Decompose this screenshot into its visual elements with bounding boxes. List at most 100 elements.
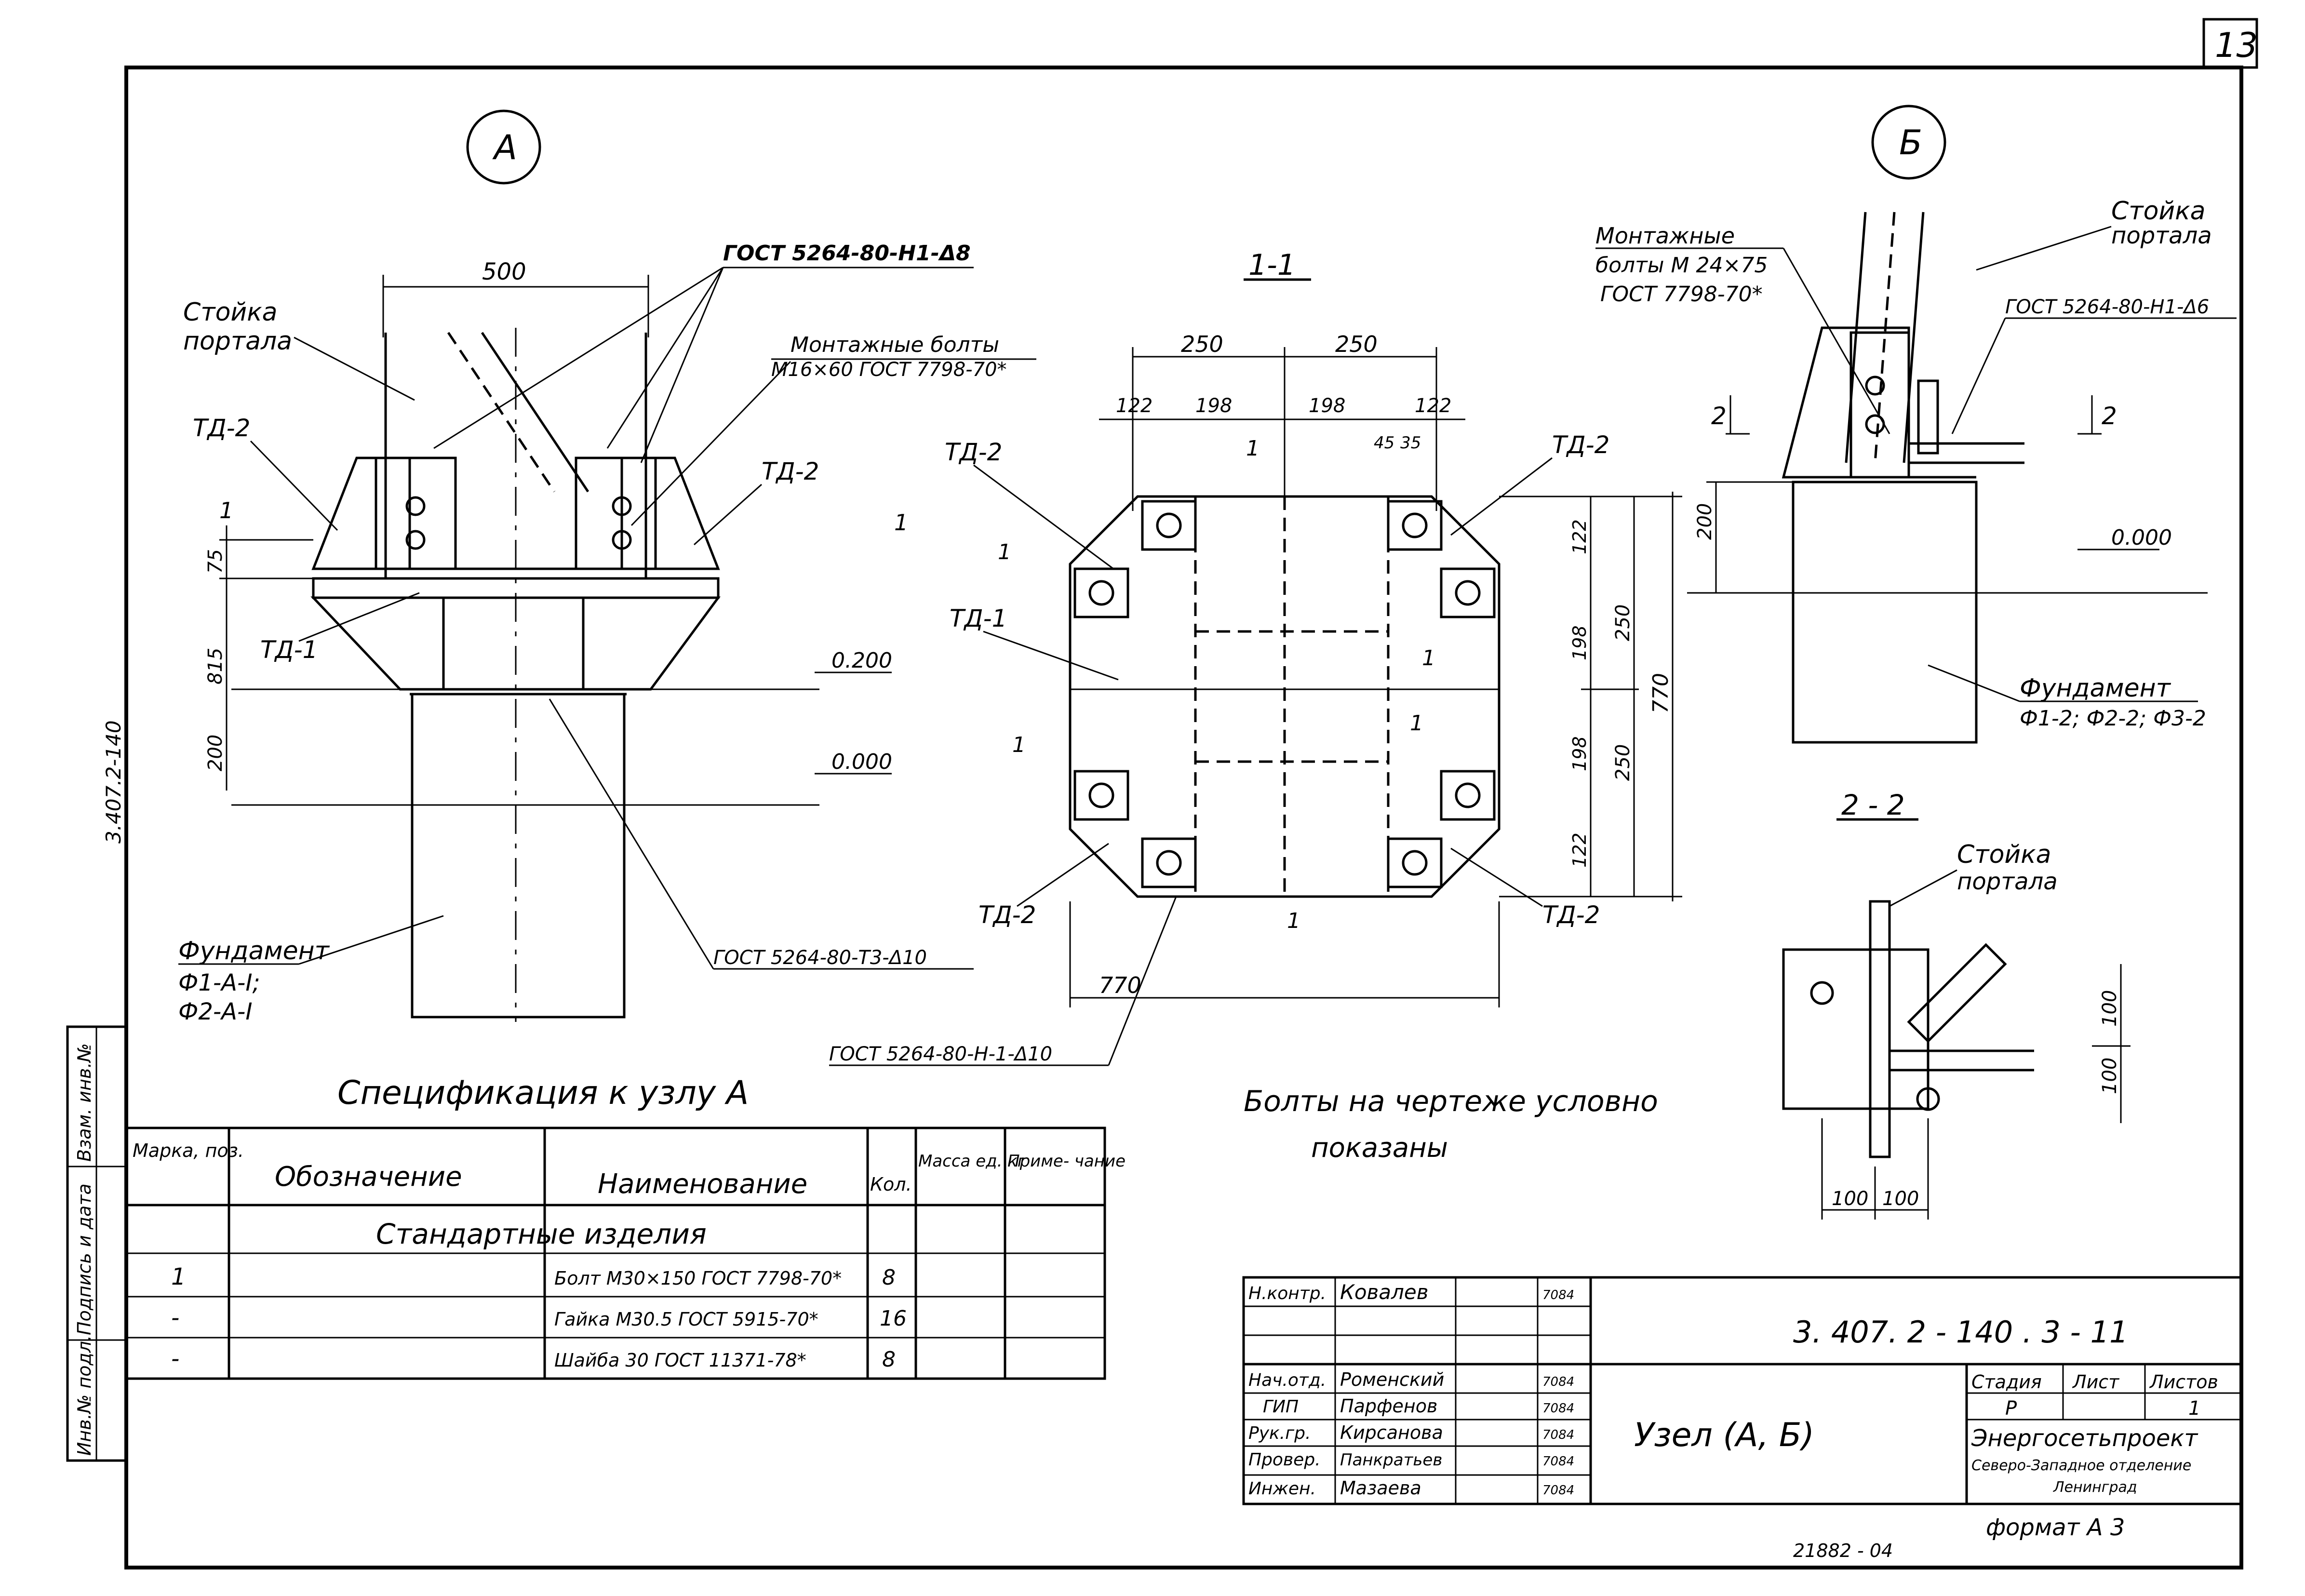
node-b-level: 0.000 — [2111, 525, 2172, 550]
s11-dim-r-2: 198 — [1569, 625, 1590, 660]
s11-dim-ro-2: 250 — [1612, 744, 1634, 781]
spec-table: Спецификация к узлу А Марка, поз. Обозна… — [125, 1074, 1126, 1380]
section-2-2: 2 - 2 Стойка портала 100 100 100 100 — [1782, 789, 2131, 1220]
spec-row-3-qty: 8 — [882, 1347, 896, 1372]
tb-date-1: 7084 — [1542, 1288, 1574, 1302]
node-a-td2-right: ТД-2 — [762, 457, 819, 485]
tb-name-4: Парфенов — [1340, 1395, 1437, 1417]
tb-date-6: 7084 — [1542, 1454, 1574, 1469]
node-a-bolts-label: Монтажные болты — [791, 333, 999, 357]
tb-role-3: Нач.отд. — [1248, 1370, 1326, 1390]
tb-sheets: 1 — [2188, 1397, 2200, 1420]
node-a-foundation-types: Ф1-А-I; — [178, 969, 260, 996]
s11-td2-bottom-left: ТД-2 — [978, 901, 1036, 929]
node-b-dim-200: 200 — [1694, 503, 1716, 540]
tb-date-4: 7084 — [1542, 1401, 1574, 1416]
tb-name-3: Роменский — [1340, 1369, 1444, 1390]
sheet-archive-code: 21882 - 04 — [1793, 1540, 1893, 1561]
s11-pos-1e: 1 — [1410, 711, 1423, 736]
tb-name-5: Кирсанова — [1340, 1422, 1443, 1443]
spec-header-qty: Кол. — [870, 1174, 912, 1195]
node-a-level-0200: 0.200 — [831, 648, 892, 673]
s11-gost-bottom: ГОСТ 5264-80-Н-1-Δ10 — [829, 1043, 1052, 1065]
node-a-section-mark-right: 1 — [894, 510, 908, 536]
tb-stage-header: Стадия — [1971, 1371, 2042, 1393]
node-a-column-label-2: портала — [183, 327, 292, 356]
s11-dim-r-4: 122 — [1569, 832, 1590, 868]
spec-row-2-name: Гайка М30.5 ГОСТ 5915-70* — [554, 1309, 818, 1330]
node-b-marker — [1871, 105, 1946, 180]
title-block: Н.контр. Ковалев 7084 Нач.отд. Роменский… — [1242, 1276, 2243, 1541]
node-a-column-label: Стойка — [183, 298, 277, 327]
side-doc-code: 3.407.2-140 — [102, 720, 125, 844]
tb-role-5: Рук.гр. — [1248, 1423, 1311, 1443]
spec-header-note: Приме- чание — [1007, 1152, 1126, 1171]
node-b-section-mark-left: 2 — [1711, 402, 1727, 430]
node-a-marker — [466, 109, 541, 185]
tb-date-3: 7084 — [1542, 1375, 1574, 1389]
s11-dim-top-2: 250 — [1335, 331, 1378, 357]
node-b-column-2: портала — [2111, 222, 2212, 249]
spec-header-mass: Масса ед. кг — [918, 1152, 1027, 1171]
tb-doc-code: 3. 407. 2 - 140 . 3 - 11 — [1793, 1314, 2128, 1350]
spec-header-designation: Обозначение — [275, 1161, 462, 1193]
s11-dim-2-4: 45 — [1374, 433, 1394, 453]
node-b-foundation: Фундамент — [2020, 674, 2171, 703]
note-line-2: показаны — [1311, 1132, 1448, 1164]
section-1-1-title: 1-1 — [1248, 248, 1296, 282]
sheet-number-box — [2202, 18, 2258, 69]
node-a-td1: ТД-1 — [260, 636, 318, 664]
section-1-1: 1-1 250 250 122 198 198 45 35 122 — [829, 248, 1682, 1066]
sheet-number: 13 — [2215, 26, 2258, 65]
sheet-frame — [124, 66, 2243, 1569]
tb-role-6: Провер. — [1248, 1450, 1321, 1470]
s11-pos-1c: 1 — [1422, 646, 1435, 671]
node-a-foundation-types-2: Ф2-А-I — [178, 998, 253, 1025]
s22-dim-h-1: 100 — [1832, 1188, 1868, 1210]
s11-pos-1f: 1 — [1287, 909, 1300, 933]
s22-column: Стойка — [1957, 840, 2051, 869]
spec-header-name: Наименование — [598, 1168, 807, 1200]
s11-td2-top-right: ТД-2 — [1552, 431, 1609, 459]
s22-dim-v-1: 100 — [2099, 990, 2121, 1027]
side-stamp-replace: Взам. инв.№ — [74, 1043, 95, 1162]
node-a-section-mark-left: 1 — [219, 497, 233, 523]
tb-company-dept: Северо-Западное отделение — [1971, 1457, 2191, 1474]
s11-dim-r-1: 122 — [1569, 519, 1590, 554]
note-line-1: Болты на чертеже условно — [1244, 1085, 1658, 1118]
spec-row-3-mark: - — [171, 1345, 179, 1372]
s22-column-2: портала — [1957, 868, 2058, 895]
node-b-foundation-types: Ф1-2; Ф2-2; Ф3-2 — [2020, 706, 2206, 731]
spec-row-3-name: Шайба 30 ГОСТ 11371-78* — [554, 1350, 806, 1371]
node-a-level-0000: 0.000 — [831, 750, 892, 774]
tb-sheets-header: Листов — [2149, 1371, 2218, 1393]
spec-row-1-name: Болт М30×150 ГОСТ 7798-70* — [554, 1268, 842, 1289]
node-b-gost: ГОСТ 5264-80-Н1-Δ6 — [2005, 296, 2209, 318]
tb-role-1: Н.контр. — [1248, 1284, 1326, 1303]
s11-dim-2-6: 122 — [1415, 395, 1451, 417]
s11-dim-2-5: 35 — [1400, 433, 1421, 453]
node-a-gost-bottom: ГОСТ 5264-80-Т3-Δ10 — [713, 947, 927, 969]
node-a-foundation: Фундамент — [178, 937, 330, 966]
node-a-dim-815: 815 — [204, 648, 227, 684]
spec-title: Спецификация к узлу А — [337, 1074, 749, 1112]
tb-role-4: ГИП — [1263, 1397, 1299, 1417]
s11-pos-1d: 1 — [1012, 733, 1026, 757]
tb-title: Узел (А, Б) — [1634, 1416, 1814, 1454]
spec-header-mark: Марка, поз. — [133, 1140, 244, 1161]
s11-dim-2-1: 122 — [1116, 395, 1152, 417]
tb-company-city: Ленинград — [2053, 1479, 2137, 1496]
s11-dim-ro-1: 250 — [1612, 604, 1634, 641]
s11-dim-2-2: 198 — [1195, 395, 1232, 417]
side-stamp-sign: Подпись и дата — [74, 1183, 95, 1335]
s11-dim-total: 770 — [1648, 673, 1673, 713]
tb-role-7: Инжен. — [1248, 1479, 1316, 1499]
side-stamp: Инв.№ подл. Подпись и дата Взам. инв.№ 3… — [66, 720, 128, 1462]
spec-row-2-mark: - — [171, 1304, 179, 1331]
s22-dim-h-2: 100 — [1882, 1188, 1919, 1210]
spec-row-1-mark: 1 — [171, 1263, 186, 1290]
tb-name-1: Ковалев — [1340, 1280, 1428, 1304]
node-b-bolts-gost: ГОСТ 7798-70* — [1600, 282, 1763, 307]
tb-sheet-header: Лист — [2072, 1371, 2120, 1393]
